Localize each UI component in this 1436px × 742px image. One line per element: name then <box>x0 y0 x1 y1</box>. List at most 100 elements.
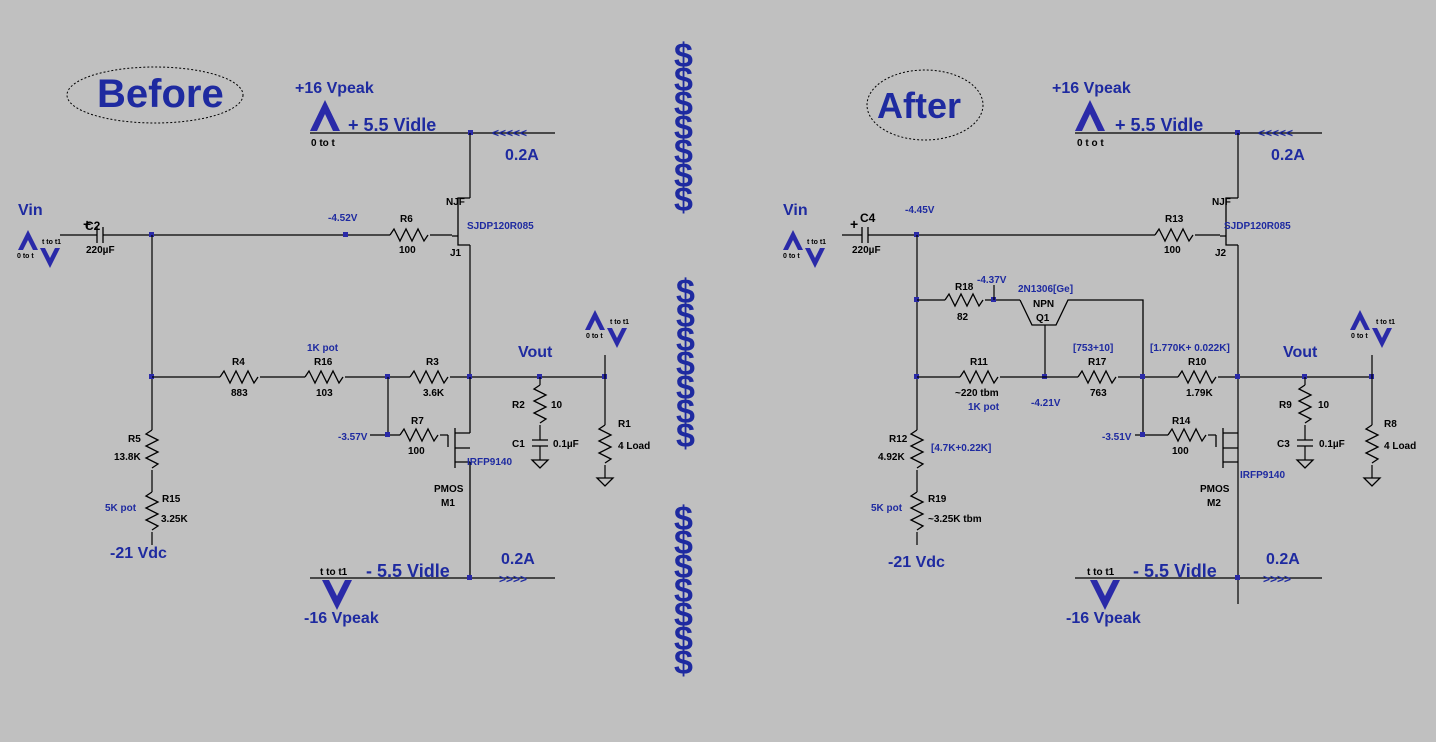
svg-text:- 5.5 Vidle: - 5.5 Vidle <box>1133 561 1217 581</box>
dollar-sign: $ <box>674 596 693 634</box>
svg-text:R13: R13 <box>1165 214 1184 225</box>
dollar-sign: $ <box>674 37 693 75</box>
dollar-sign: $ <box>674 157 693 195</box>
after-title: After <box>877 85 961 126</box>
svg-text:-4.45V: -4.45V <box>905 205 935 216</box>
before-title-ellipse <box>66 66 244 124</box>
j1-name: J1 <box>450 248 462 259</box>
svg-text:883: 883 <box>231 388 248 399</box>
gate-voltage: -4.52V <box>328 213 358 224</box>
dollar-sign: $ <box>676 417 695 455</box>
svg-text:t to t1: t to t1 <box>807 239 826 246</box>
svg-text:Vout: Vout <box>1283 344 1318 361</box>
vpeak-top-label: +16 Vpeak <box>295 80 374 97</box>
svg-text:C3: C3 <box>1277 439 1290 450</box>
dollar-sign: $ <box>674 644 693 682</box>
out-ramp-down-icon <box>607 328 627 348</box>
dollar-sign: $ <box>676 393 695 431</box>
svg-text:PMOS: PMOS <box>1200 484 1230 495</box>
ramp-top-label: 0 to t <box>311 138 336 149</box>
svg-text:+16 Vpeak: +16 Vpeak <box>1052 80 1131 97</box>
svg-text:~3.25K tbm: ~3.25K tbm <box>928 514 982 525</box>
svg-text:R15: R15 <box>162 494 181 505</box>
svg-text:100: 100 <box>1164 245 1181 256</box>
current-arrows-top: <<<<< <box>492 126 527 140</box>
svg-text:-4.37V: -4.37V <box>977 275 1007 286</box>
svg-text:-4.21V: -4.21V <box>1031 398 1061 409</box>
before-circuit: Before +16 Vpeak + 5.5 Vidle 0 to t <<<<… <box>17 66 650 627</box>
svg-text:Q1: Q1 <box>1036 313 1050 324</box>
out-ramp-up-icon <box>585 310 605 330</box>
svg-text:1K pot: 1K pot <box>968 402 1000 413</box>
supply-up-icon <box>310 100 340 131</box>
svg-text:4 Load: 4 Load <box>1384 441 1416 452</box>
svg-text:0.2A: 0.2A <box>1266 551 1300 568</box>
svg-text:t to t1: t to t1 <box>1087 567 1115 578</box>
svg-text:+: + <box>850 216 858 232</box>
svg-text:R10: R10 <box>1188 357 1207 368</box>
svg-text:0 to t: 0 to t <box>586 333 603 340</box>
svg-text:0.2A: 0.2A <box>1271 147 1305 164</box>
svg-text:5K pot: 5K pot <box>871 503 903 514</box>
dollar-sign: $ <box>674 572 693 610</box>
svg-text:NJF: NJF <box>1212 197 1231 208</box>
dollar-sign: $ <box>676 297 695 335</box>
svg-text:IRFP9140: IRFP9140 <box>467 457 512 468</box>
dollar-sign: $ <box>674 85 693 123</box>
svg-text:0 to t: 0 to t <box>17 253 34 260</box>
svg-text:t to t1: t to t1 <box>610 319 629 326</box>
svg-text:5K pot: 5K pot <box>105 503 137 514</box>
vin-ramp-up-icon <box>18 230 38 250</box>
vdc-label: -21 Vdc <box>110 545 167 562</box>
supply-down-icon <box>322 580 352 610</box>
dollar-sign: $ <box>676 345 695 383</box>
svg-text:220µF: 220µF <box>852 245 881 256</box>
svg-text:-16 Vpeak: -16 Vpeak <box>304 610 379 627</box>
svg-text:[4.7K+0.22K]: [4.7K+0.22K] <box>931 443 991 454</box>
svg-text:100: 100 <box>408 446 425 457</box>
svg-text:0.2A: 0.2A <box>501 551 535 568</box>
svg-text:4 Load: 4 Load <box>618 441 650 452</box>
svg-text:3.6K: 3.6K <box>423 388 445 399</box>
vin-ramp-down-icon <box>40 248 60 268</box>
svg-text:103: 103 <box>316 388 333 399</box>
svg-text:M2: M2 <box>1207 498 1221 509</box>
svg-text:82: 82 <box>957 312 969 323</box>
svg-text:C4: C4 <box>860 211 876 225</box>
svg-text:R17: R17 <box>1088 357 1107 368</box>
svg-text:0.1µF: 0.1µF <box>553 439 579 450</box>
dollar-sign: $ <box>676 369 695 407</box>
dollar-sign: $ <box>674 620 693 658</box>
svg-text:100: 100 <box>1172 446 1189 457</box>
svg-text:0 t o t: 0 t o t <box>1077 138 1104 149</box>
svg-text:2N1306[Ge]: 2N1306[Ge] <box>1018 284 1073 295</box>
svg-text:<<<<<: <<<<< <box>1258 126 1293 140</box>
dollar-sign: $ <box>676 321 695 359</box>
svg-text:-3.57V: -3.57V <box>338 432 368 443</box>
svg-text:PMOS: PMOS <box>434 484 464 495</box>
svg-text:4.92K: 4.92K <box>878 452 905 463</box>
svg-text:+: + <box>83 216 91 232</box>
dollar-sign: $ <box>674 500 693 538</box>
after-circuit: After +16 Vpeak + 5.5 Vidle 0 t o t <<<<… <box>783 69 1416 627</box>
j1-type: NJF <box>446 197 465 208</box>
r6-value: 100 <box>399 245 416 256</box>
svg-text:0 to t: 0 to t <box>1351 333 1368 340</box>
svg-text:1K pot: 1K pot <box>307 343 339 354</box>
dollar-sign: $ <box>674 548 693 586</box>
svg-text:13.8K: 13.8K <box>114 452 141 463</box>
svg-text:R12: R12 <box>889 434 908 445</box>
svg-text:M1: M1 <box>441 498 455 509</box>
svg-text:R9: R9 <box>1279 400 1292 411</box>
svg-text:763: 763 <box>1090 388 1107 399</box>
svg-text:-16 Vpeak: -16 Vpeak <box>1066 610 1141 627</box>
svg-text:R18: R18 <box>955 282 974 293</box>
svg-text:R1: R1 <box>618 419 631 430</box>
svg-text:R5: R5 <box>128 434 141 445</box>
svg-text:R16: R16 <box>314 357 333 368</box>
svg-text:>>>>: >>>> <box>499 572 527 586</box>
svg-text:R19: R19 <box>928 494 947 505</box>
svg-text:10: 10 <box>551 400 563 411</box>
svg-text:-21 Vdc: -21 Vdc <box>888 554 945 571</box>
